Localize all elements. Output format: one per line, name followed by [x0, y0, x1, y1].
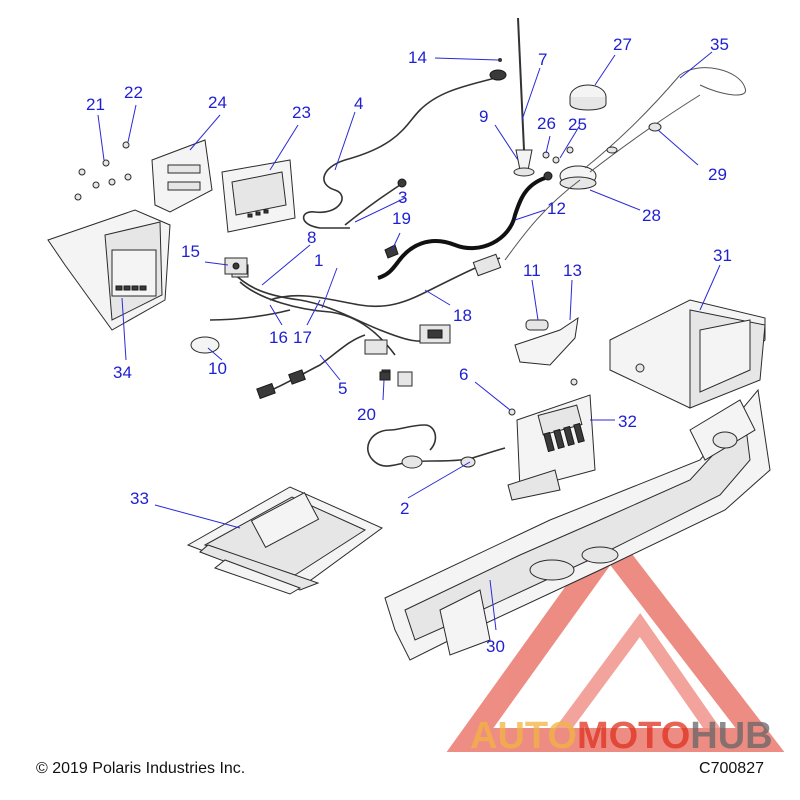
part-30-dash-frame [384, 388, 771, 661]
watermark-wordmark: AUTOMOTOHUB [470, 715, 773, 757]
leader-lines [97, 51, 721, 631]
part-24-bracket [151, 139, 213, 213]
callout-4: 4 [354, 94, 363, 113]
callout-10: 10 [208, 359, 227, 378]
part-23-display [221, 159, 296, 233]
part-33-tray [186, 486, 383, 595]
callout-27: 27 [613, 35, 632, 54]
watermark-logo [446, 524, 785, 752]
callout-25: 25 [568, 115, 587, 134]
callout-28: 28 [642, 206, 661, 225]
callout-33: 33 [130, 489, 149, 508]
part-20-connector [379, 371, 391, 381]
part-7-antenna-mast [513, 17, 535, 177]
callout-26: 26 [537, 114, 556, 133]
part-34-dash-pod [47, 209, 171, 331]
callout-11: 11 [523, 261, 541, 280]
part-19-clip [384, 244, 399, 259]
callout-13: 13 [563, 261, 582, 280]
callout-30: 30 [486, 637, 505, 656]
callout-6: 6 [459, 365, 468, 384]
part-4-antenna-cable [302, 69, 507, 229]
part-32-switch-panel [507, 394, 596, 501]
callout-labels: 1 2 3 4 5 6 7 8 9 10 11 12 13 14 15 16 1… [86, 35, 732, 656]
callout-16: 16 [269, 328, 288, 347]
watermark-text-hub: HUB [690, 715, 772, 757]
callout-19: 19 [392, 209, 411, 228]
part-14-dot [498, 58, 502, 62]
part-3-cable [344, 178, 407, 226]
part-11-clip [525, 319, 549, 331]
callout-32: 32 [618, 412, 637, 431]
part-6-screw [508, 378, 578, 416]
part-35-harness [504, 67, 746, 261]
callout-8: 8 [307, 228, 316, 247]
part-1-main-harness [190, 253, 502, 400]
watermark-text-auto: AUTO [470, 715, 577, 757]
fasteners-21-22 [74, 141, 132, 201]
part-28-gps-module [559, 165, 597, 190]
part-27-cap [569, 84, 607, 111]
callout-12: 12 [547, 199, 566, 218]
callout-2: 2 [400, 499, 409, 518]
callout-9: 9 [479, 107, 488, 126]
callout-22: 22 [124, 83, 143, 102]
callout-29: 29 [708, 165, 727, 184]
callout-20: 20 [357, 405, 376, 424]
callout-31: 31 [713, 246, 732, 265]
part-12-black-cable [377, 171, 553, 280]
callout-35: 35 [710, 35, 729, 54]
callout-5: 5 [338, 379, 347, 398]
watermark-text-moto: MOTO [577, 715, 690, 757]
callout-17: 17 [293, 328, 312, 347]
part-31-glove-box [609, 299, 766, 409]
callout-15: 15 [181, 242, 200, 261]
callout-18: 18 [453, 306, 472, 325]
callout-14: 14 [408, 48, 427, 67]
callout-1: 1 [314, 251, 323, 270]
callout-24: 24 [208, 93, 227, 112]
part-2-cable [367, 424, 506, 469]
part-25-26-bolts [542, 146, 574, 164]
callout-21: 21 [86, 95, 105, 114]
part-15-connector [224, 257, 248, 275]
callout-34: 34 [113, 363, 132, 382]
callout-7: 7 [538, 50, 547, 69]
callout-23: 23 [292, 103, 311, 122]
copyright-notice: © 2019 Polaris Industries Inc. [36, 760, 246, 777]
callout-3: 3 [398, 188, 407, 207]
figure-code: C700827 [699, 760, 764, 777]
svg-text:AUTOMOTOHUB: AUTOMOTOHUB [470, 715, 773, 757]
part-13-bracket [514, 316, 579, 366]
